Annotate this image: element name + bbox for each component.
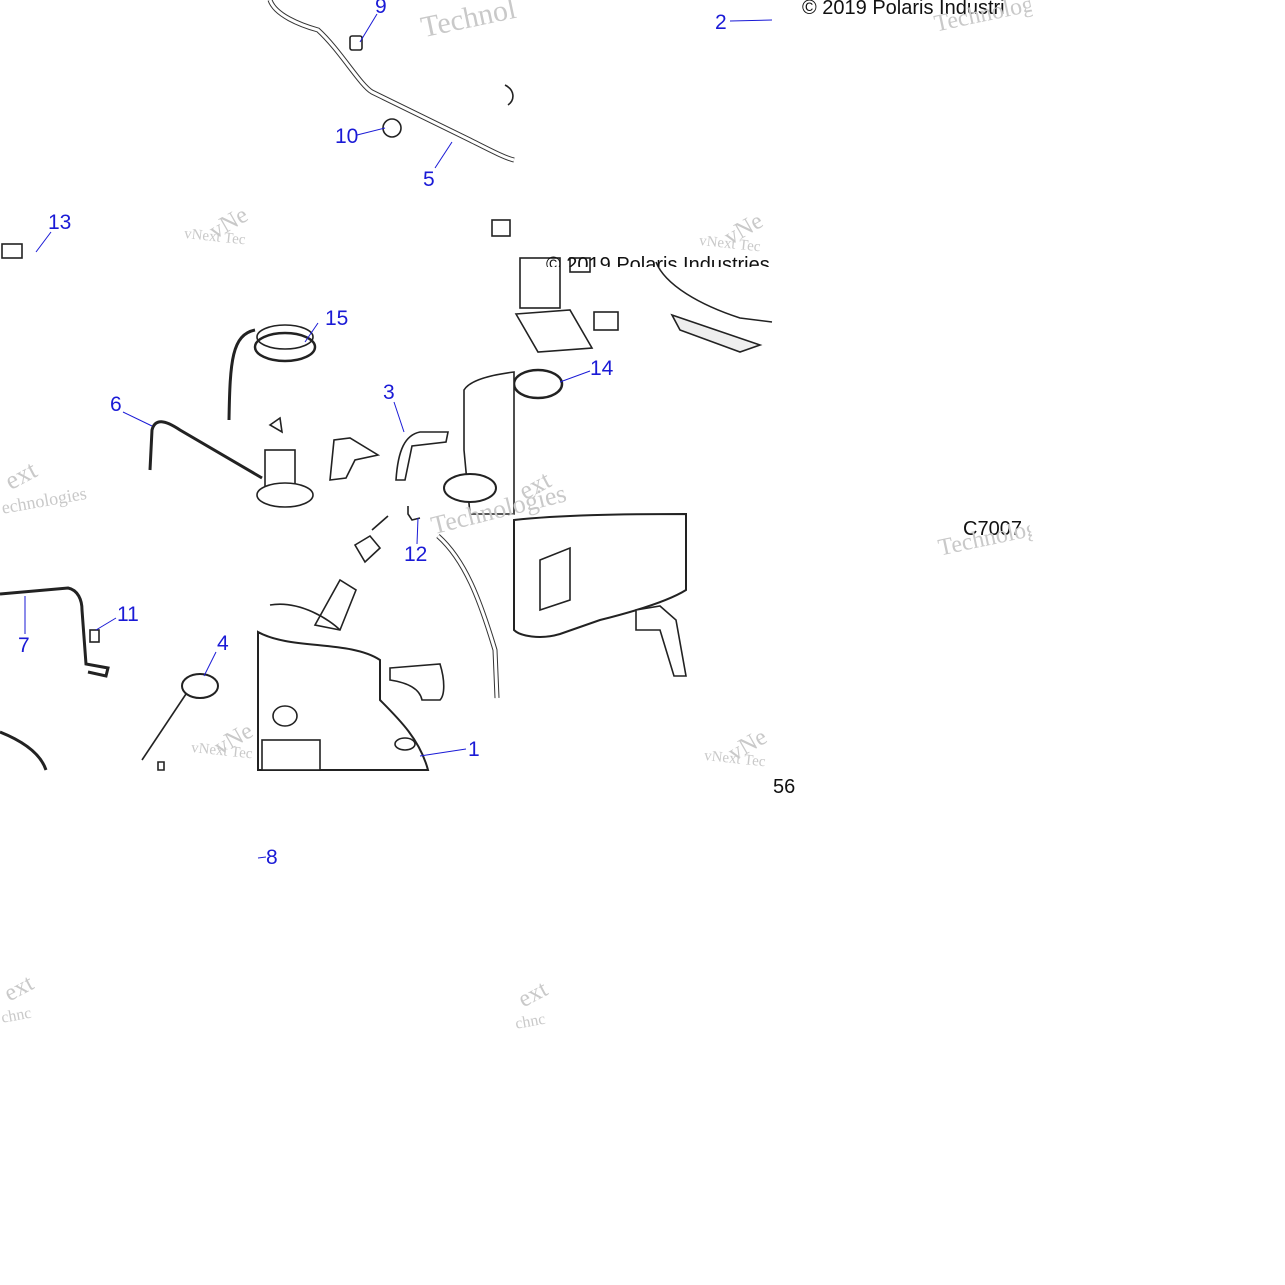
copyright-fragment: © 2019 Polaris Industries Inc. <box>546 254 772 267</box>
drawing-code: C7007 <box>963 518 1022 540</box>
callout-1: 1 <box>468 738 480 761</box>
callout-6: 6 <box>110 393 122 416</box>
callout-2: 2 <box>715 11 727 34</box>
callout-12: 12 <box>404 543 428 566</box>
tile-top-right <box>772 0 1030 130</box>
callout-8: 8 <box>266 846 278 869</box>
callout-7: 7 <box>18 634 30 657</box>
callout-5: 5 <box>423 168 435 191</box>
callout-9: 9 <box>375 0 387 18</box>
callout-15: 15 <box>325 307 349 330</box>
copyright-text: © 2019 Polaris Industri <box>802 0 1005 19</box>
callout-14: 14 <box>590 357 614 380</box>
tile-top-left <box>0 0 514 258</box>
callout-11: 11 <box>117 603 139 626</box>
callout-10: 10 <box>335 125 359 148</box>
callout-3: 3 <box>383 381 395 404</box>
tile-top-middle <box>514 0 772 258</box>
callout-4: 4 <box>217 632 229 655</box>
callout-13: 13 <box>48 211 72 234</box>
page-fragment: 56 <box>773 776 796 798</box>
